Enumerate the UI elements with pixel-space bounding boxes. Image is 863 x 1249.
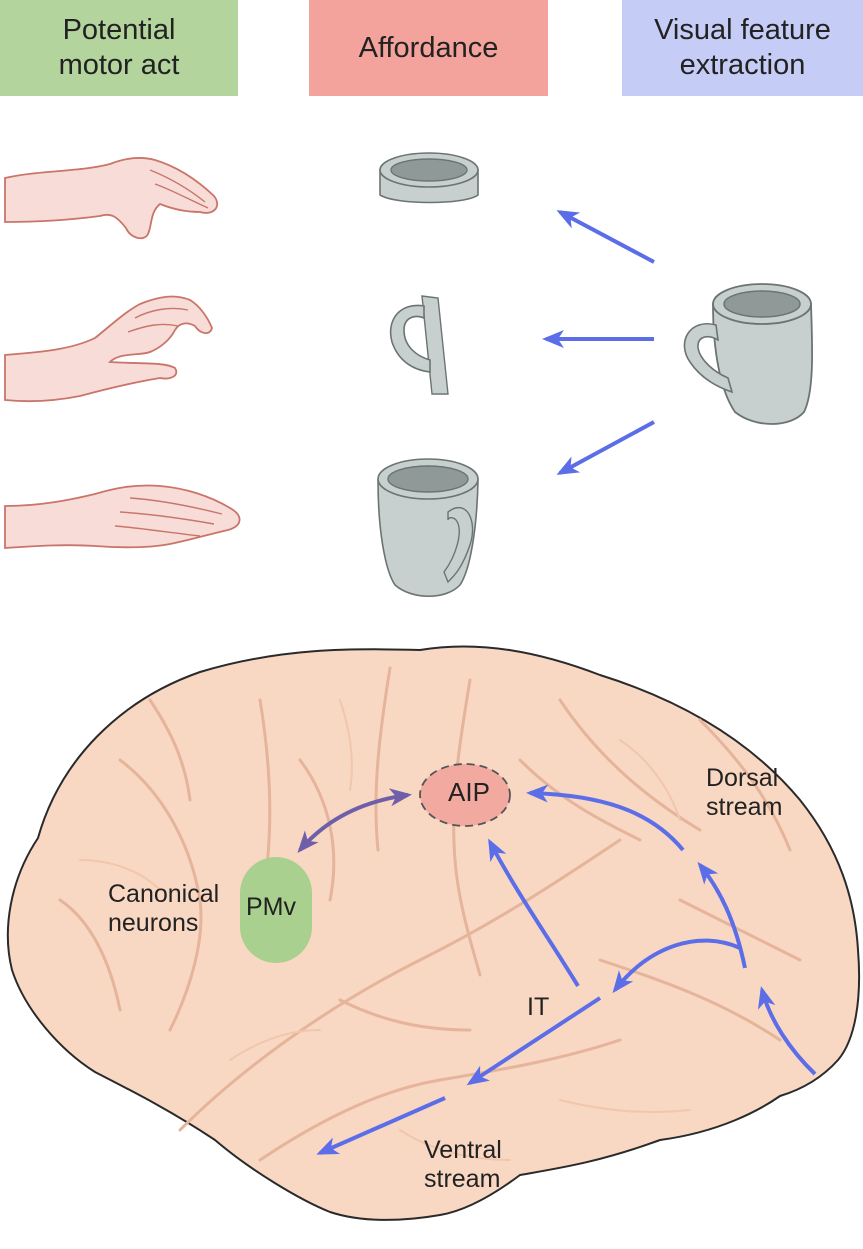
arrow-occipital <box>757 986 817 1076</box>
cup-rim-icon <box>379 152 479 204</box>
label-dorsal-stream: Dorsal stream <box>706 764 783 821</box>
hand-flat-grip-icon <box>4 157 219 240</box>
hand-pinch-grip-icon <box>4 295 213 403</box>
header-affordance: Affordance <box>309 0 548 96</box>
label-aip: AIP <box>448 777 490 807</box>
header-visual-feature-extraction: Visual feature extraction <box>622 0 863 96</box>
arrow-ventral-lower <box>316 1096 446 1155</box>
header-potential-motor-act: Potential motor act <box>0 0 238 96</box>
mug-icon <box>683 283 814 425</box>
arrow-dorsal-lower <box>697 861 747 969</box>
hand-palm-up-grip-icon <box>4 484 241 549</box>
arrow-aip-pmv <box>297 788 412 854</box>
arrow-ventral-upper <box>466 996 602 1086</box>
label-ventral-stream: Ventral stream <box>424 1136 502 1193</box>
arrow-to-rim <box>556 210 655 264</box>
label-it: IT <box>527 993 550 1021</box>
arrow-to-body <box>556 420 655 475</box>
cup-handle-icon <box>389 295 449 395</box>
pmv-region <box>240 857 312 963</box>
cup-body-icon <box>377 458 479 597</box>
brain-illustration <box>6 645 861 1221</box>
arrow-dorsal-upper <box>526 784 685 852</box>
arrow-it-to-aip <box>488 838 580 988</box>
label-pmv: PMv <box>246 893 296 921</box>
arrow-to-it <box>612 938 741 994</box>
aip-region <box>419 763 511 827</box>
label-canonical-neurons: Canonical neurons <box>108 880 220 937</box>
